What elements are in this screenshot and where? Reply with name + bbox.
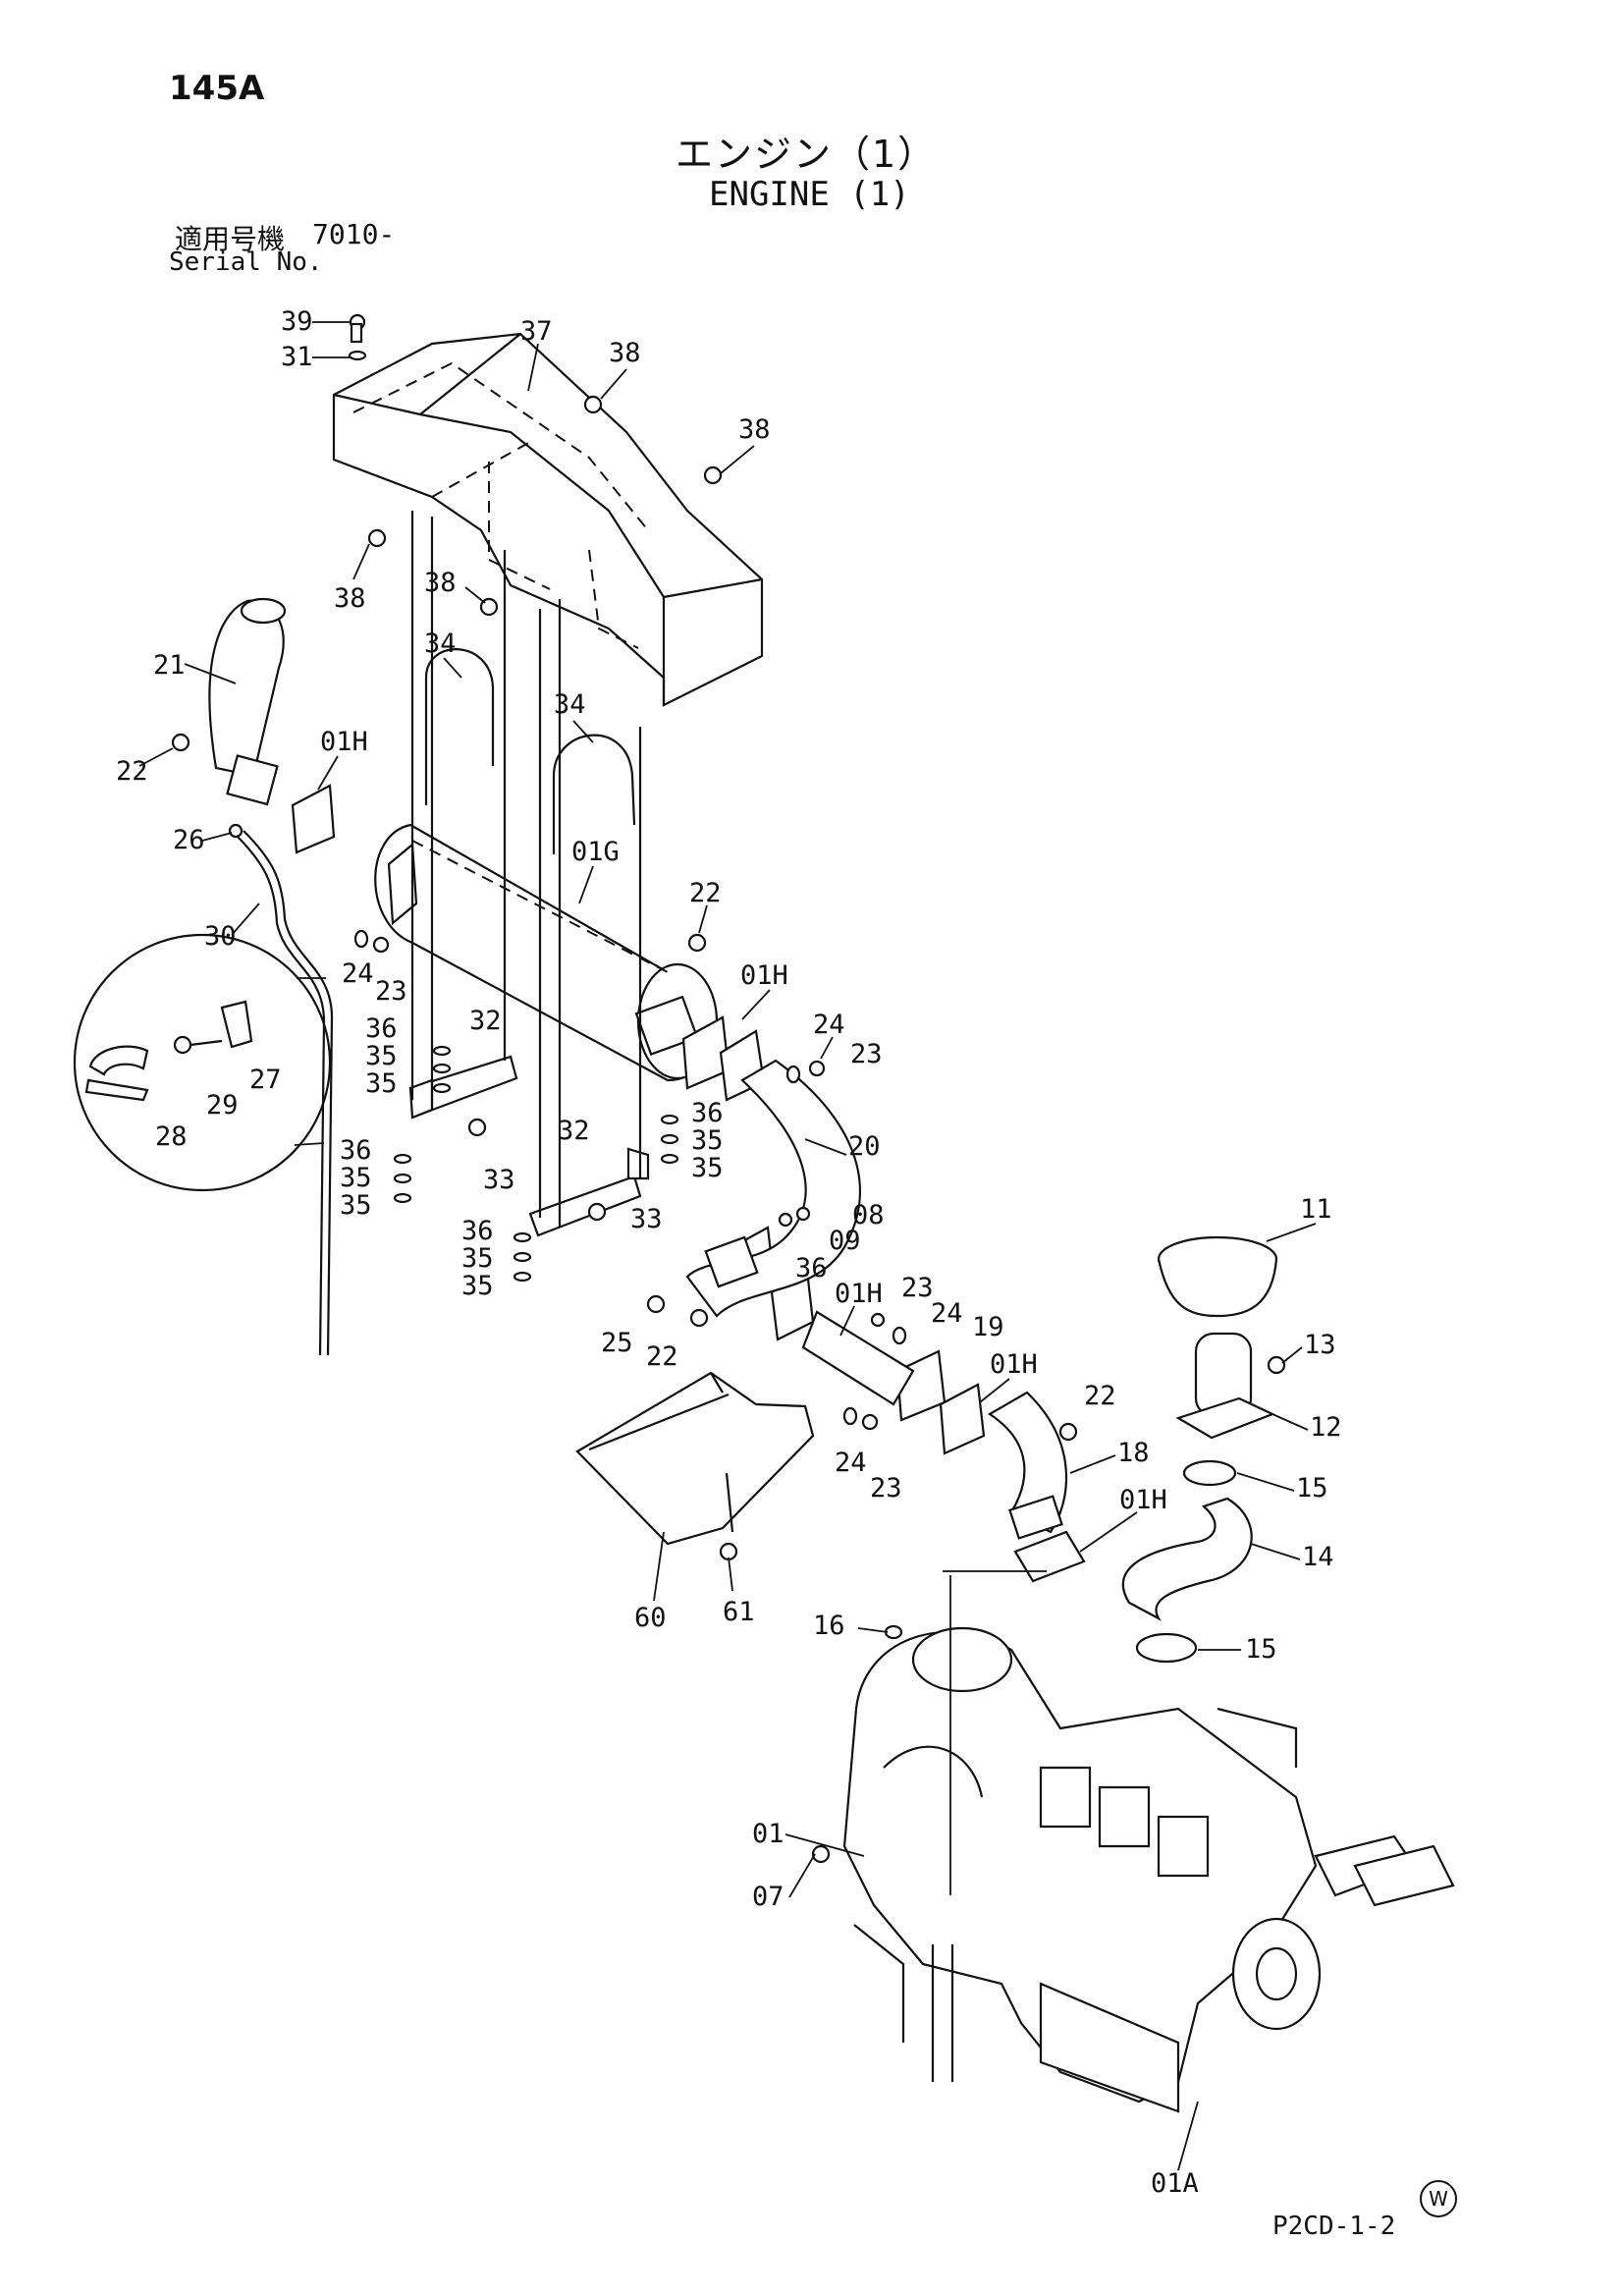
callout-32: 32 [558,1116,590,1146]
callout-01G: 01G [571,837,620,867]
title-english: ENGINE (1) [709,175,910,214]
callout-26: 26 [173,825,205,855]
callout-35: 35 [365,1041,398,1071]
hardware-fasteners [171,313,1286,1864]
muffler-cover-part-37 [332,332,764,707]
callout-22: 22 [1084,1381,1116,1411]
exhaust-pipe-part-20 [685,1059,861,1318]
callout-01H: 01H [990,1349,1038,1380]
title-japanese: エンジン（1） [676,133,938,176]
callout-23: 23 [375,976,407,1007]
pipe-part-19-and-elbow-18 [801,1310,1068,1540]
callout-01H: 01H [1119,1485,1167,1515]
callout-38: 38 [334,583,366,614]
level-gauge-tube-part-30 [235,830,334,1356]
callout-01H: 01H [320,727,368,757]
callout-01A: 01A [1151,2168,1199,2199]
callout-13: 13 [1304,1330,1336,1360]
callout-25: 25 [601,1328,633,1358]
muffler-part-01G [374,823,719,1082]
callout-32: 32 [469,1006,502,1036]
callout-14: 14 [1302,1542,1334,1572]
callout-22: 22 [646,1341,678,1372]
callout-35: 35 [461,1271,494,1301]
air-cleaner-assembly [1121,1235,1278,1664]
callout-36: 36 [691,1098,724,1128]
w-mark: W [1420,2180,1457,2217]
callout-labels: 39 31 37 38 38 38 38 34 34 21 22 01H 26 … [116,306,1342,2199]
callout-11: 11 [1300,1194,1332,1225]
callout-31: 31 [281,342,313,372]
callout-35: 35 [461,1243,494,1274]
page-number: 145A [169,69,265,108]
serial-value: 7010- [312,218,396,250]
callout-34: 34 [424,629,457,659]
engine-assembly-part-01 [842,1626,1455,2113]
callout-36: 36 [795,1253,828,1284]
callout-24: 24 [835,1448,867,1478]
callout-29: 29 [206,1090,239,1121]
callout-20: 20 [848,1131,881,1162]
callout-24: 24 [813,1010,845,1040]
callout-16: 16 [813,1611,845,1641]
callout-30: 30 [204,921,237,952]
callout-38: 38 [609,338,641,368]
callout-01H: 01H [835,1279,883,1309]
callout-38: 38 [424,568,457,598]
callout-24: 24 [342,958,374,989]
callout-36: 36 [461,1216,494,1246]
callout-09: 09 [829,1226,861,1256]
callout-23: 23 [850,1039,883,1069]
callout-01H: 01H [740,960,788,991]
callout-12: 12 [1310,1412,1342,1443]
callout-22: 22 [116,756,148,787]
callout-34: 34 [554,689,586,720]
callout-21: 21 [153,650,186,681]
leader-lines [138,321,1317,2171]
callout-23: 23 [870,1473,902,1503]
callout-08: 08 [852,1200,885,1230]
callout-37: 37 [520,316,553,347]
callout-18: 18 [1117,1438,1150,1468]
callout-07: 07 [752,1882,784,1912]
callout-61: 61 [723,1597,755,1627]
drawing-code: P2CD-1-2 [1272,2212,1396,2241]
serial-label-japanese: 適用号機 [175,223,286,255]
callout-39: 39 [281,306,313,337]
tail-pipe-part-21 [208,597,287,806]
clamp-detail-circle [73,933,332,1192]
callout-35: 35 [340,1190,372,1221]
callout-33: 33 [483,1165,515,1195]
heat-shield-part-60 [575,1371,815,1546]
callout-35: 35 [365,1068,398,1099]
callout-35: 35 [691,1153,724,1183]
callout-27: 27 [249,1065,282,1095]
callout-38: 38 [738,414,771,445]
callout-35: 35 [691,1125,724,1156]
callout-15: 15 [1245,1634,1277,1665]
callout-36: 36 [340,1135,372,1166]
callout-35: 35 [340,1163,372,1193]
serial-label-english: Serial No. [169,247,323,277]
brackets-and-ubolts [408,511,650,1237]
callout-33: 33 [630,1204,663,1234]
callout-23: 23 [901,1273,934,1303]
callout-22: 22 [689,878,722,908]
callout-15: 15 [1296,1473,1328,1503]
callout-01: 01 [752,1819,784,1849]
callout-60: 60 [634,1603,667,1633]
callout-24: 24 [931,1298,963,1329]
callout-28: 28 [155,1121,188,1152]
callout-19: 19 [972,1312,1004,1342]
callout-36: 36 [365,1013,398,1044]
